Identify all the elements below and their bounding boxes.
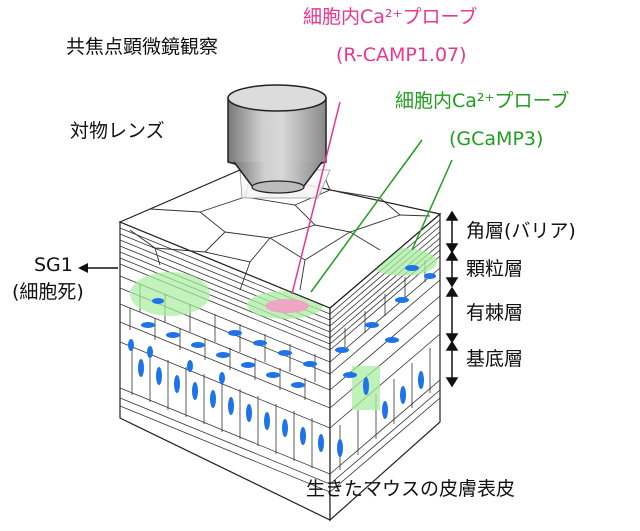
- green-probe-label-1: 細胞内Ca²⁺プローブ: [395, 90, 570, 112]
- layer-basal-label: 基底層: [466, 348, 524, 370]
- red-probe-label-1: 細胞内Ca²⁺プローブ: [303, 6, 478, 28]
- nuclei-front: [128, 298, 324, 452]
- green-probe-label-2: (GCaMP3): [449, 128, 544, 150]
- objective-lens: [227, 84, 331, 199]
- layer-granular-label: 顆粒層: [466, 258, 524, 280]
- green-probe-pointer-1: [310, 139, 423, 293]
- layer-spinous-label: 有棘層: [466, 302, 524, 324]
- objective-label: 対物レンズ: [70, 120, 165, 142]
- green-probe-pointer-2: [411, 159, 453, 251]
- caption: 生きたマウスの皮膚表皮: [306, 478, 516, 500]
- sg1-note: (細胞死): [12, 281, 84, 303]
- top-face: [118, 169, 442, 309]
- layer-corneum-label: 角層(バリア): [466, 220, 576, 242]
- layer-brackets: [445, 210, 459, 388]
- green-probe-cell: [130, 272, 210, 316]
- microscope-label: 共焦点顕微鏡観察: [66, 36, 219, 58]
- red-probe-label-2: (R-CAMP1.07): [336, 44, 467, 66]
- sg1-label: SG1: [34, 254, 73, 276]
- red-probe-pointer: [291, 101, 341, 295]
